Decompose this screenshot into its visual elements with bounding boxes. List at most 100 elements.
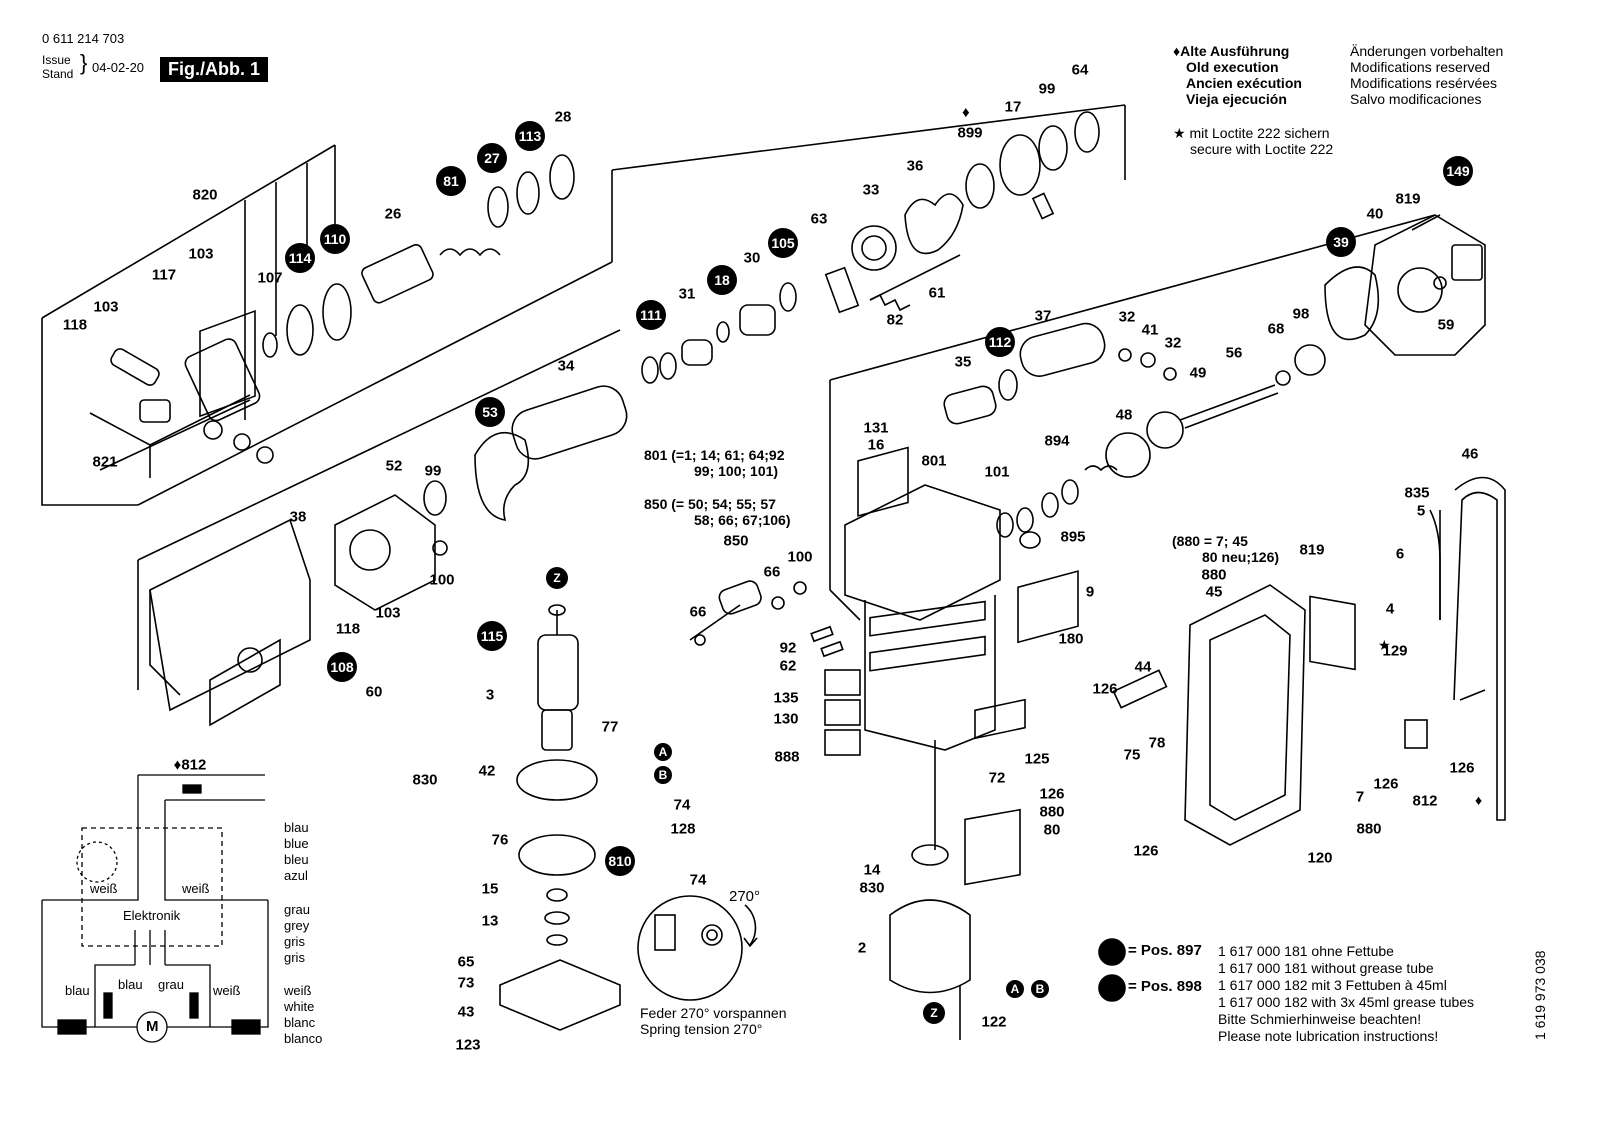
group-note-801-line1: 801 (=1; 14; 61; 64;92: [644, 447, 785, 463]
part-label: 125: [1024, 750, 1050, 768]
part-label: 100: [429, 571, 455, 589]
part-label: 812: [181, 756, 207, 774]
motor-symbol: M: [146, 1018, 159, 1035]
grease-line: Please note lubrication instructions!: [1218, 1028, 1439, 1044]
chuck-assembly-frame: [41, 144, 613, 506]
part-label: 75: [1123, 746, 1141, 764]
part-label: 135: [773, 689, 799, 707]
part-label: 40: [1366, 205, 1384, 223]
spring-note-de: Feder 270° vorspannen: [640, 1005, 787, 1021]
wire-color-blue: blau blue bleu azul: [284, 820, 309, 884]
grease-line: 1 617 000 182 with 3x 45ml grease tubes: [1218, 994, 1475, 1010]
part-label: 30: [743, 249, 761, 267]
wire-label-grau: grau: [158, 977, 185, 992]
part-label: 128: [670, 820, 696, 838]
part-label: 130: [773, 710, 799, 728]
wire-color-text: grau: [284, 902, 311, 917]
wire-color-text: bleu: [284, 852, 309, 867]
group-note-850: 850 (= 50; 54; 55; 57 58; 66; 67;106): [644, 496, 791, 528]
wire-color-text: blue: [284, 836, 309, 851]
part-label: 126: [1449, 759, 1475, 777]
part-label: 13: [481, 912, 499, 930]
part-label: 880: [1356, 820, 1382, 838]
part-label: 9: [1085, 583, 1095, 601]
part-label: 82: [886, 311, 904, 329]
gear-cluster: [824, 111, 1100, 314]
part-label: 78: [1148, 734, 1166, 752]
part-label: 100: [787, 548, 813, 566]
bubble: 108: [327, 652, 357, 682]
part-label: 812: [1412, 792, 1438, 810]
wire-color-text: blanc: [284, 1015, 316, 1030]
grease-line: 1 617 000 181 without grease tube: [1218, 960, 1434, 976]
issue-date: 04-02-20: [92, 60, 145, 75]
bubble: 113: [515, 121, 545, 151]
part-label: 28: [554, 108, 572, 126]
part-label: 107: [257, 269, 283, 287]
part-label: 850: [723, 532, 749, 550]
part-label: 61: [928, 284, 946, 302]
grease-pos-898: = Pos. 898: [1128, 978, 1202, 995]
part-label: 43: [457, 1003, 475, 1021]
part-label: 15: [481, 880, 499, 898]
part-label: 42: [478, 762, 496, 780]
elektronik-label: Elektronik: [123, 908, 181, 923]
part-label: 830: [859, 879, 885, 897]
part-label: 7: [1355, 788, 1365, 806]
part-label: 63: [810, 210, 828, 228]
bubble: 105: [768, 228, 798, 258]
part-label: 895: [1060, 528, 1086, 546]
bubble: 53: [475, 397, 505, 427]
part-label: 74: [673, 796, 691, 814]
chuck-body: [110, 309, 274, 464]
part-label: 80: [1043, 821, 1061, 839]
wire-color-white: weiß white blanc blanco: [284, 983, 322, 1047]
bubble: B: [654, 766, 672, 784]
part-label: 17: [1004, 98, 1022, 116]
bubble: 81: [436, 166, 466, 196]
part-label: 77: [601, 718, 619, 736]
group-note-850-line2: 58; 66; 67;106): [694, 512, 791, 528]
part-label: 14: [863, 861, 881, 879]
wire-label-blau-mid: blau: [118, 977, 143, 992]
part-label: 33: [862, 181, 880, 199]
bubble: A: [1006, 980, 1024, 998]
part-label: 73: [457, 974, 475, 992]
part-label: 122: [981, 1013, 1007, 1031]
grease-dot-897: [1098, 938, 1126, 966]
part-label: 44: [1134, 658, 1152, 676]
wire-color-text: gris: [284, 950, 305, 965]
part-label: 117: [151, 266, 177, 284]
part-label: 16: [867, 436, 885, 454]
part-label: 98: [1292, 305, 1310, 323]
part-label: 92: [779, 639, 797, 657]
part-label: 821: [92, 453, 118, 471]
part-label: 62: [779, 657, 797, 675]
bubble: A: [654, 743, 672, 761]
star-icon: ★: [1173, 125, 1186, 141]
wire-color-text: blau: [284, 820, 309, 835]
part-label: 123: [455, 1036, 481, 1054]
part-label: 35: [954, 353, 972, 371]
spring-note: Feder 270° vorspannen Spring tension 270…: [640, 1005, 786, 1037]
bubble: 39: [1326, 227, 1356, 257]
part-label: 880: [1039, 803, 1065, 821]
part-label: 118: [335, 620, 361, 638]
issue-label: Issue: [42, 53, 71, 67]
spring-angle: 270°: [729, 888, 761, 905]
part-label: 49: [1189, 364, 1207, 382]
part-label: 129: [1382, 642, 1408, 660]
part-label: 3: [485, 686, 495, 704]
handle-housing: [1112, 476, 1506, 846]
wire-color-text: blanco: [284, 1031, 323, 1046]
wire-color-text: gris: [284, 934, 305, 949]
grease-line: Bitte Schmierhinweise beachten!: [1218, 1011, 1422, 1027]
wire-label-weiss-bottom: weiß: [213, 983, 241, 998]
group-note-801-line2: 99; 100; 101): [694, 463, 779, 479]
part-label: 46: [1461, 445, 1479, 463]
part-label: 819: [1395, 190, 1421, 208]
grease-line: 1 617 000 181 ohne Fettube: [1218, 943, 1394, 959]
group-note-801: 801 (=1; 14; 61; 64;92 99; 100; 101): [644, 447, 784, 479]
legend-old-en: Old execution: [1186, 59, 1279, 75]
